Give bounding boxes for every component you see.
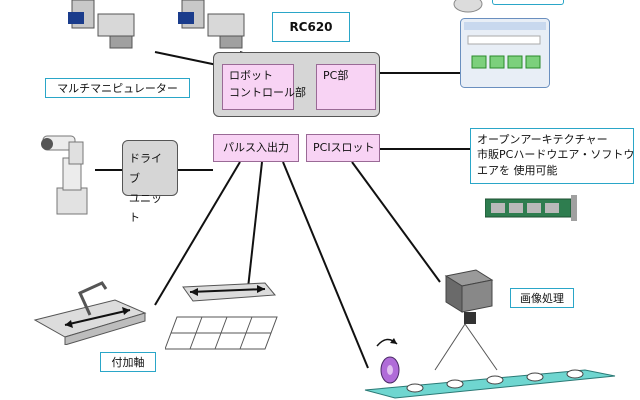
camera-lens-icon [453, 0, 483, 13]
open-arch-title: オープンアーキテクチャー [477, 133, 608, 146]
open-arch-line-1: 市販PCハードウエア・ソフトウ [477, 148, 635, 162]
pci-card-icon [485, 195, 577, 221]
articulated-robot-icon [41, 135, 88, 215]
wire-robot1 [154, 51, 223, 67]
additional-axis-label: 付加軸 [100, 352, 156, 372]
pulse-io-module: パルス入出力 [213, 134, 299, 162]
scara-robot-icon [178, 0, 245, 49]
camera-field-of-view [434, 323, 498, 371]
callout-fragment [492, 0, 564, 5]
pc-module: PC部 [316, 64, 376, 110]
wire-pci-camera [351, 161, 441, 283]
drive-text-2: ユニット [129, 191, 162, 225]
rotary-table-icon [380, 356, 400, 384]
robot-control-text-1: ロボット [229, 69, 273, 82]
multi-manipulator-label: マルチマニピュレーター [45, 78, 190, 98]
slide-axis-icon [33, 281, 147, 345]
software-window-icon [460, 18, 550, 88]
image-processing-label: 画像処理 [510, 288, 574, 308]
camera-icon [444, 269, 494, 324]
open-arch-line-2: エアを 使用可能 [477, 163, 558, 177]
drive-unit: ドライブ ユニット [122, 140, 178, 224]
drive-text-1: ドライブ [129, 152, 162, 185]
controller-model-label: RC620 [272, 12, 350, 42]
scara-robot-icon [68, 0, 135, 49]
wire-pulse-axis2 [247, 161, 263, 289]
open-architecture-label: オープンアーキテクチャー 市販PCハードウエア・ソフトウ エアを 使用可能 [470, 128, 634, 184]
rotation-arrow-icon [376, 338, 398, 347]
conveyor-icon [364, 369, 616, 399]
wire-pulse-conveyor [282, 161, 369, 369]
pci-slot-module: PCIスロット [306, 134, 380, 162]
robot-control-module: ロボット コントロール部 [222, 64, 306, 110]
robot-control-text-2: コントロール部 [229, 85, 306, 99]
xy-table-icon [165, 282, 278, 350]
wire-pulse-axis1 [154, 161, 241, 306]
